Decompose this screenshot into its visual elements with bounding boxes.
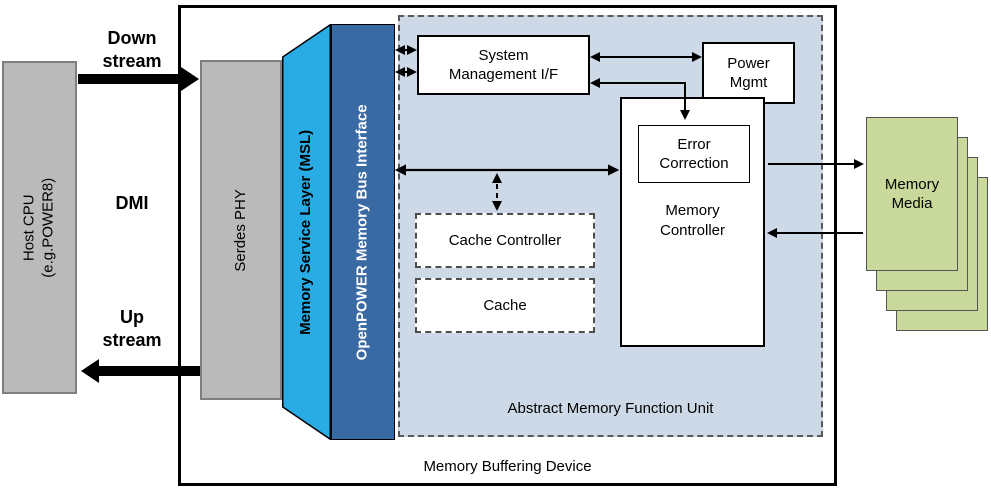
cache-controller-label: Cache Controller: [448, 232, 562, 249]
cache-controller-box: Cache Controller: [415, 213, 595, 268]
error-correction-label: Error Correction: [659, 135, 729, 173]
memory-media-box: Memory Media: [866, 117, 958, 271]
error-correction-box: Error Correction: [638, 125, 750, 183]
dmi-label: DMI: [115, 193, 149, 213]
cache-box: Cache: [415, 278, 595, 333]
openpower-bus-interface-box: OpenPOWER Memory Bus Interface: [331, 24, 395, 440]
serdes-phy-box: Serdes PHY: [200, 60, 282, 400]
memory-media-label: Memory Media: [884, 175, 940, 213]
memory-service-layer-box: Memory Service Layer (MSL): [282, 24, 331, 440]
memory-buffering-device-label: Memory Buffering Device: [423, 458, 592, 475]
system-management-if-box: System Management I/F: [417, 35, 590, 95]
memory-controller-box: Error Correction Memory Controller: [620, 97, 765, 347]
cache-label: Cache: [483, 297, 527, 314]
memory-media-stack: Memory Media: [866, 117, 990, 333]
host-cpu-box: Host CPU (e.g.POWER8): [2, 61, 77, 394]
power-mgmt-box: Power Mgmt: [702, 42, 795, 104]
serdes-phy-label: Serdes PHY: [231, 188, 249, 272]
openpower-bus-interface-label: OpenPOWER Memory Bus Interface: [353, 104, 371, 360]
msl-shape: [282, 24, 331, 440]
upstream-label: Up stream: [102, 307, 162, 350]
memory-controller-label: Memory Controller: [659, 202, 726, 239]
host-cpu-label: Host CPU (e.g.POWER8): [20, 177, 57, 278]
system-management-if-label: System Management I/F: [448, 46, 559, 84]
power-mgmt-label: Power Mgmt: [727, 54, 770, 92]
abstract-memory-function-unit-label: Abstract Memory Function Unit: [507, 400, 714, 417]
downstream-label: Down stream: [102, 28, 162, 71]
msl-parallelogram: [282, 24, 331, 440]
msl-label: Memory Service Layer (MSL): [297, 129, 315, 335]
